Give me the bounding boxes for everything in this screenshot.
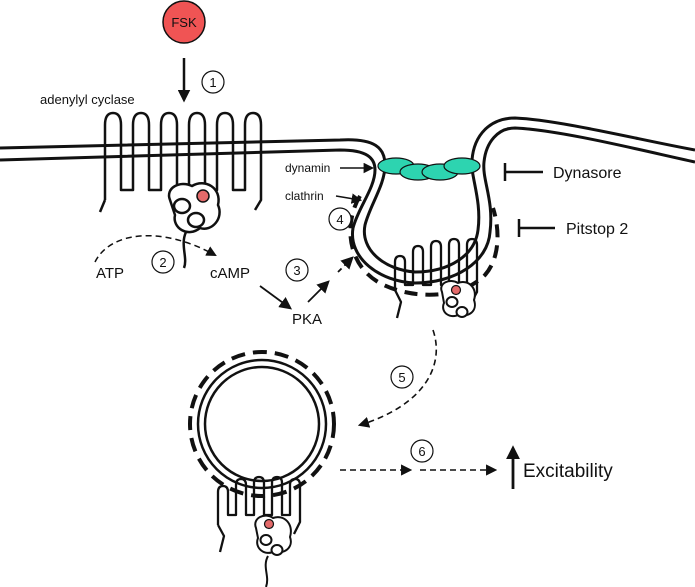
step-marker-4: 4 (328, 207, 352, 231)
pit-channel (393, 237, 479, 319)
dynasore-label: Dynasore (553, 165, 622, 182)
channel-dot-3 (263, 518, 275, 530)
excitability-label: Excitability (523, 461, 613, 482)
svg-text:3: 3 (293, 263, 300, 278)
svg-text:5: 5 (398, 370, 405, 385)
camp-to-pka-arrow (259, 285, 293, 310)
pka-to-pit-dash-arrow (337, 256, 354, 273)
dynamin-label: dynamin (285, 161, 330, 175)
channel-complex-1 (167, 181, 221, 269)
endocytosis-arrow (357, 329, 438, 428)
svg-text:6: 6 (418, 444, 425, 459)
fsk-label: FSK (171, 15, 197, 30)
step-marker-3: 3 (285, 258, 309, 282)
fsk-ball (162, 0, 206, 44)
vesicle (188, 350, 336, 498)
channel-dot-1 (196, 189, 210, 203)
svg-text:4: 4 (336, 212, 343, 227)
atp-label: ATP (96, 265, 124, 282)
dynamin-ring (377, 157, 481, 181)
pka-to-pit-arrow (307, 280, 330, 303)
pitstop-label: Pitstop 2 (566, 221, 628, 238)
step-marker-1: 1 (201, 70, 225, 94)
pit-channel-complex (440, 280, 476, 318)
atp-to-camp-arrow (94, 234, 217, 263)
vesicle-channel (216, 475, 302, 553)
step-marker-5: 5 (390, 365, 414, 389)
step-marker-2: 2 (151, 250, 175, 274)
clathrin-coat-pit (348, 194, 500, 297)
step-marker-6: 6 (410, 439, 434, 463)
svg-text:2: 2 (159, 255, 166, 270)
adenylyl-cyclase-label: adenylyl cyclase (40, 92, 135, 107)
pka-label: PKA (292, 311, 322, 328)
svg-text:1: 1 (209, 75, 216, 90)
clathrin-label: clathrin (285, 189, 324, 203)
camp-label: cAMP (210, 265, 250, 282)
clathrin-pointer (335, 193, 363, 204)
channel-dot-2 (450, 284, 462, 296)
